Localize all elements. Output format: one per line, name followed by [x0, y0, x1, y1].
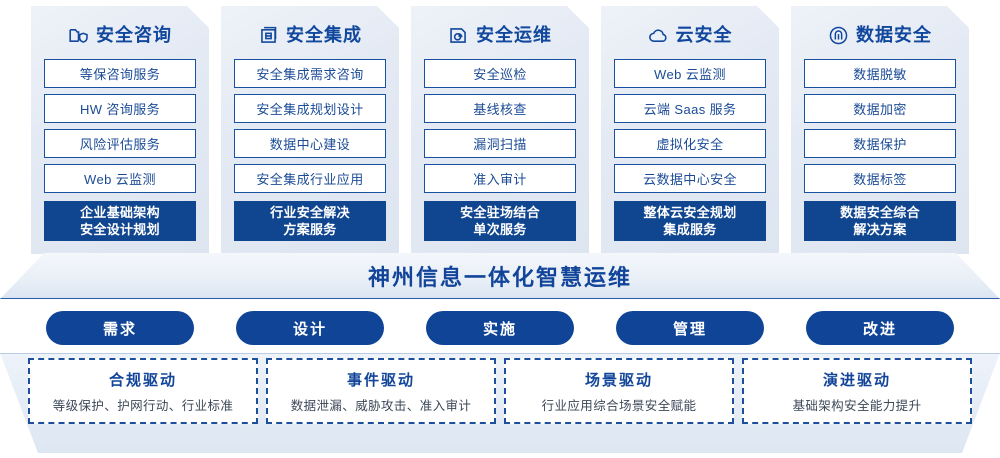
- service-item[interactable]: 准入审计: [424, 164, 576, 193]
- service-item[interactable]: 安全集成行业应用: [234, 164, 386, 193]
- service-summary[interactable]: 数据安全综合 解决方案: [804, 201, 956, 241]
- lifecycle-stages: 需求 设计 实施 管理 改进: [0, 311, 1000, 345]
- column-header: 数据安全: [804, 20, 956, 50]
- service-item[interactable]: HW 咨询服务: [44, 94, 196, 123]
- driver-card-scenario[interactable]: 场景驱动 行业应用综合场景安全赋能: [504, 358, 734, 424]
- service-item[interactable]: 等保咨询服务: [44, 59, 196, 88]
- stage-pill-design[interactable]: 设计: [236, 311, 384, 345]
- summary-line: 集成服务: [663, 222, 717, 237]
- driver-description: 数据泄漏、威胁攻击、准入审计: [290, 398, 472, 413]
- integration-panel-icon: [258, 25, 279, 46]
- stage-pill-implementation[interactable]: 实施: [426, 311, 574, 345]
- monitor-ops-icon: [448, 25, 469, 46]
- service-item[interactable]: 数据标签: [804, 164, 956, 193]
- stage-pill-requirement[interactable]: 需求: [46, 311, 194, 345]
- service-item[interactable]: 安全集成规划设计: [234, 94, 386, 123]
- column-header: 安全运维: [424, 20, 576, 50]
- summary-line: 方案服务: [283, 222, 337, 237]
- service-item[interactable]: 数据保护: [804, 129, 956, 158]
- column-title: 云安全: [675, 25, 733, 45]
- service-item[interactable]: Web 云监测: [614, 59, 766, 88]
- capability-columns: 安全咨询 等保咨询服务 HW 咨询服务 风险评估服务 Web 云监测 企业基础架…: [0, 6, 1000, 254]
- service-item[interactable]: 基线核查: [424, 94, 576, 123]
- service-item[interactable]: 数据脱敏: [804, 59, 956, 88]
- capability-column-cloud-security[interactable]: 云安全 Web 云监测 云端 Saas 服务 虚拟化安全 云数据中心安全 整体云…: [601, 6, 779, 254]
- capability-column-data-security[interactable]: 数据安全 数据脱敏 数据加密 数据保护 数据标签 数据安全综合 解决方案: [791, 6, 969, 254]
- driver-title: 演进驱动: [822, 371, 891, 389]
- summary-line: 数据安全综合: [840, 205, 920, 220]
- service-item[interactable]: 漏洞扫描: [424, 129, 576, 158]
- column-title: 安全运维: [476, 25, 552, 45]
- service-item[interactable]: 安全巡检: [424, 59, 576, 88]
- driver-card-incident[interactable]: 事件驱动 数据泄漏、威胁攻击、准入审计: [266, 358, 496, 424]
- column-header: 安全咨询: [44, 20, 196, 50]
- capability-column-security-consulting[interactable]: 安全咨询 等保咨询服务 HW 咨询服务 风险评估服务 Web 云监测 企业基础架…: [31, 6, 209, 254]
- stage-pill-management[interactable]: 管理: [616, 311, 764, 345]
- service-item[interactable]: 云端 Saas 服务: [614, 94, 766, 123]
- service-item[interactable]: 数据中心建设: [234, 129, 386, 158]
- driver-description: 基础架构安全能力提升: [792, 398, 922, 413]
- driver-title: 事件驱动: [346, 371, 415, 389]
- driver-card-compliance[interactable]: 合规驱动 等级保护、护网行动、行业标准: [28, 358, 258, 424]
- service-summary[interactable]: 行业安全解决 方案服务: [234, 201, 386, 241]
- service-item[interactable]: 安全集成需求咨询: [234, 59, 386, 88]
- service-item[interactable]: 数据加密: [804, 94, 956, 123]
- summary-line: 单次服务: [473, 222, 527, 237]
- summary-line: 安全驻场结合: [460, 205, 540, 220]
- column-title: 安全集成: [286, 25, 362, 45]
- platform-banner: [0, 253, 1000, 299]
- capability-column-security-integration[interactable]: 安全集成 安全集成需求咨询 安全集成规划设计 数据中心建设 安全集成行业应用 行…: [221, 6, 399, 254]
- drivers-row: 合规驱动 等级保护、护网行动、行业标准 事件驱动 数据泄漏、威胁攻击、准入审计 …: [0, 358, 1000, 446]
- column-header: 云安全: [614, 20, 766, 50]
- stage-pill-improvement[interactable]: 改进: [806, 311, 954, 345]
- service-item[interactable]: 云数据中心安全: [614, 164, 766, 193]
- column-header: 安全集成: [234, 20, 386, 50]
- service-summary[interactable]: 安全驻场结合 单次服务: [424, 201, 576, 241]
- driver-title: 场景驱动: [584, 371, 653, 389]
- service-item[interactable]: 虚拟化安全: [614, 129, 766, 158]
- summary-line: 整体云安全规划: [643, 205, 737, 220]
- summary-line: 解决方案: [853, 222, 907, 237]
- service-summary[interactable]: 企业基础架构 安全设计规划: [44, 201, 196, 241]
- driver-card-evolution[interactable]: 演进驱动 基础架构安全能力提升: [742, 358, 972, 424]
- cloud-icon: [648, 25, 669, 46]
- column-title: 数据安全: [856, 25, 932, 45]
- fingerprint-icon: [828, 25, 849, 46]
- summary-line: 企业基础架构: [80, 205, 160, 220]
- driver-description: 等级保护、护网行动、行业标准: [52, 398, 234, 413]
- column-title: 安全咨询: [96, 25, 172, 45]
- folder-shield-icon: [68, 25, 89, 46]
- service-item[interactable]: 风险评估服务: [44, 129, 196, 158]
- driver-title: 合规驱动: [108, 371, 177, 389]
- service-summary[interactable]: 整体云安全规划 集成服务: [614, 201, 766, 241]
- capability-column-security-operations[interactable]: 安全运维 安全巡检 基线核查 漏洞扫描 准入审计 安全驻场结合 单次服务: [411, 6, 589, 254]
- service-item[interactable]: Web 云监测: [44, 164, 196, 193]
- summary-line: 行业安全解决: [270, 205, 350, 220]
- driver-description: 行业应用综合场景安全赋能: [541, 398, 697, 413]
- summary-line: 安全设计规划: [80, 222, 160, 237]
